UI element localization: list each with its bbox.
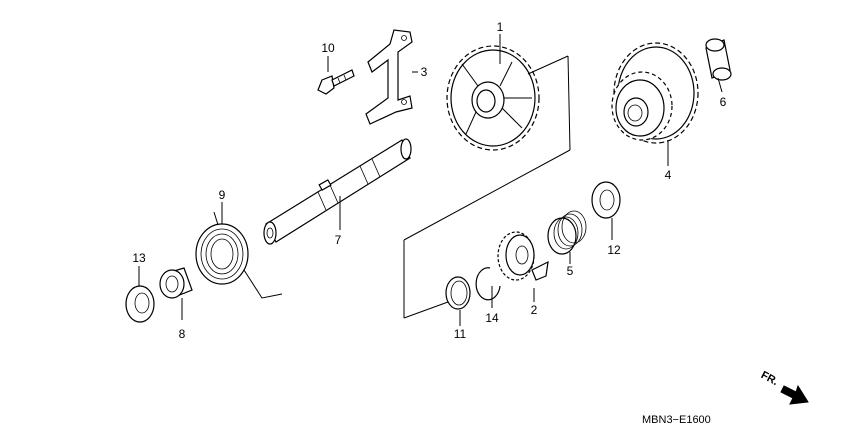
- leader-lines: [138, 34, 723, 326]
- callout-1: 1: [497, 20, 504, 34]
- part-6-bushing: [705, 38, 732, 81]
- part-7-shaft: [263, 138, 412, 245]
- part-9-spring: [195, 211, 283, 299]
- callout-3: 3: [421, 65, 428, 79]
- part-3-bracket: [365, 29, 413, 125]
- part-10-bolt: [317, 69, 355, 95]
- assembly-outline: [403, 55, 571, 319]
- part-4-gear: [611, 42, 699, 144]
- part-2-ratchet: [497, 231, 549, 281]
- callout-8: 8: [179, 327, 186, 341]
- front-direction-arrow: FR.: [759, 369, 809, 405]
- part-11-circlip: [445, 276, 471, 310]
- callout-6: 6: [720, 95, 727, 109]
- callout-11: 11: [454, 327, 467, 341]
- callout-9: 9: [219, 188, 226, 202]
- callout-13: 13: [132, 251, 146, 265]
- callout-4: 4: [665, 168, 672, 182]
- callout-5: 5: [567, 264, 574, 278]
- part-8-collar: [159, 267, 193, 299]
- part-1-gear: [446, 45, 540, 151]
- callout-7: 7: [335, 233, 342, 247]
- part-5-spring: [547, 210, 587, 255]
- callout-10: 10: [321, 41, 335, 55]
- fr-label: FR.: [759, 369, 780, 388]
- part-13-washer: [125, 285, 155, 323]
- callout-12: 12: [607, 243, 621, 257]
- part-12-washer: [591, 181, 621, 219]
- diagram-code: MBN3−E1600: [642, 414, 711, 425]
- part-14-snapring: [475, 267, 501, 301]
- callout-2: 2: [531, 303, 538, 317]
- callout-14: 14: [485, 311, 499, 325]
